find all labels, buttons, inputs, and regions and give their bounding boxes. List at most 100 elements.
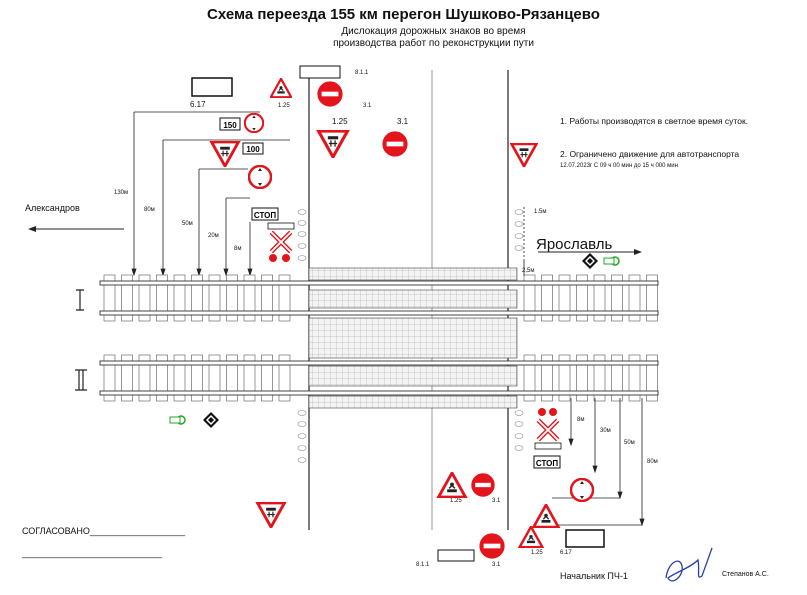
no-entry-sign-bottom-2: [478, 532, 506, 560]
sleeper: [593, 274, 606, 322]
left-distance-markers: [131, 111, 290, 277]
sleeper: [156, 274, 168, 322]
distance-sign-150: 150: [219, 113, 264, 133]
no-entry-sign-top: [316, 80, 344, 108]
sleeper: [243, 274, 256, 322]
distance-plate-150: 150: [223, 121, 237, 130]
subtitle-line-2: производства работ по реконструкции пути: [333, 38, 534, 49]
sleeper: [191, 354, 203, 402]
sleeper: [278, 354, 291, 402]
sleeper: [541, 354, 553, 402]
warning-diamond-left-bottom: [169, 412, 219, 428]
sign-code-1-25-road: 1.25: [332, 117, 348, 126]
sleeper: [558, 274, 571, 322]
crossing-deck: [308, 267, 518, 409]
offset-label-1-5: 1.5м: [534, 209, 547, 215]
sign-6-17-top: [191, 77, 233, 97]
stop-plate-right: СТОП: [536, 459, 558, 468]
page-title: Схема переезда 155 км перегон Шушково-Ря…: [207, 6, 600, 23]
warning-diamond-right-top: [582, 253, 620, 269]
sign-code-6-17-bottom: 6.17: [560, 550, 572, 556]
barrier-crossing-sign-right: [534, 408, 562, 450]
direction-left-label: Александров: [25, 203, 80, 213]
crossing-warning-sign-bottom-left: [255, 502, 287, 528]
sign-code-3-1-bottom: 3.1: [492, 498, 501, 504]
sign-code-6-17-top: 6.17: [190, 100, 206, 109]
stop-sign-right: СТОП: [533, 455, 561, 469]
distance-label-20: 20м: [208, 233, 219, 239]
railway-tracks: [99, 274, 659, 402]
distance-label-right-8: 8м: [577, 417, 585, 423]
height-limit-sign-right: [570, 478, 594, 502]
rail: [99, 310, 659, 316]
sleeper: [226, 274, 238, 322]
sleeper: [208, 274, 221, 322]
distance-label-right-30: 30м: [600, 428, 611, 434]
sign-code-1-25-bottom-2: 1.25: [531, 550, 543, 556]
distance-label-right-50: 50м: [624, 440, 635, 446]
signature: [665, 547, 713, 582]
sleeper: [226, 354, 238, 402]
sleeper: [208, 354, 221, 402]
sleeper: [523, 274, 536, 322]
sign-6-17-bottom: [565, 529, 605, 548]
sleeper: [121, 354, 133, 402]
sleeper: [646, 274, 658, 322]
sleeper: [576, 274, 588, 322]
sleeper: [593, 354, 606, 402]
sleeper: [191, 274, 203, 322]
sleeper: [611, 274, 623, 322]
direction-arrow-right: [538, 249, 642, 255]
sleeper: [121, 274, 133, 322]
stop-plate-left: СТОП: [254, 211, 276, 220]
track-label-2: [75, 369, 87, 391]
sleeper: [558, 354, 571, 402]
sign-8-1-1-top-plate: [299, 65, 341, 79]
sleeper: [103, 354, 116, 402]
delineator-posts: [297, 209, 524, 463]
sign-code-3-1-top: 3.1: [363, 103, 372, 109]
sleeper: [138, 274, 151, 322]
crossing-warning-sign-right-low: [532, 504, 560, 528]
sleeper: [243, 354, 256, 402]
rail: [99, 280, 659, 286]
distance-label-8: 8м: [234, 246, 242, 252]
sign-code-1-25-top: 1.25: [278, 103, 290, 109]
sleeper: [278, 274, 291, 322]
stop-sign-left: СТОП: [251, 207, 279, 221]
note-2-detail: 12.07.2023г С 09 ч 00 мин до 15 ч 000 ми…: [560, 163, 678, 169]
height-limit-sign-left: [248, 165, 272, 189]
road-works-sign-bottom: [436, 472, 468, 498]
crossing-warning-sign-bottom-right: [518, 526, 544, 548]
distance-label-80: 80м: [144, 207, 155, 213]
barrier-crossing-sign-left: [267, 222, 295, 262]
subtitle-line-1: Дислокация дорожных знаков во время: [341, 26, 526, 37]
sleeper: [576, 354, 588, 402]
sign-code-1-25-bottom: 1.25: [450, 498, 462, 504]
distance-label-50: 50м: [182, 221, 193, 227]
sleeper: [541, 274, 553, 322]
sign-code-3-1-road: 3.1: [397, 117, 409, 126]
direction-right-label: Ярославль: [536, 236, 613, 253]
rail: [99, 390, 659, 396]
chief-name: Степанов А.С.: [722, 571, 769, 578]
note-2: 2. Ограничено движение для автотранспорт…: [560, 149, 740, 159]
sleeper: [628, 354, 641, 402]
track-label-1: [76, 289, 84, 311]
sleeper: [523, 354, 536, 402]
agreed-line-2: ____________________________: [22, 548, 163, 558]
sleeper: [646, 354, 658, 402]
note-1: 1. Работы производятся в светлое время с…: [560, 116, 749, 126]
rail: [99, 360, 659, 366]
crossing-sign-100: 100: [209, 141, 264, 167]
sign-code-8-1-1-bottom: 8.1.1: [416, 562, 430, 568]
distance-plate-100: 100: [246, 145, 260, 154]
no-entry-sign-road: [381, 130, 409, 158]
distance-label-130: 130м: [114, 190, 129, 196]
sleeper: [261, 274, 273, 322]
sign-1-25-top: [270, 78, 292, 98]
crossing-warning-sign-road-left: [316, 130, 350, 158]
sleeper: [261, 354, 273, 402]
agreed-line: СОГЛАСОВАНО___________________: [22, 526, 185, 536]
